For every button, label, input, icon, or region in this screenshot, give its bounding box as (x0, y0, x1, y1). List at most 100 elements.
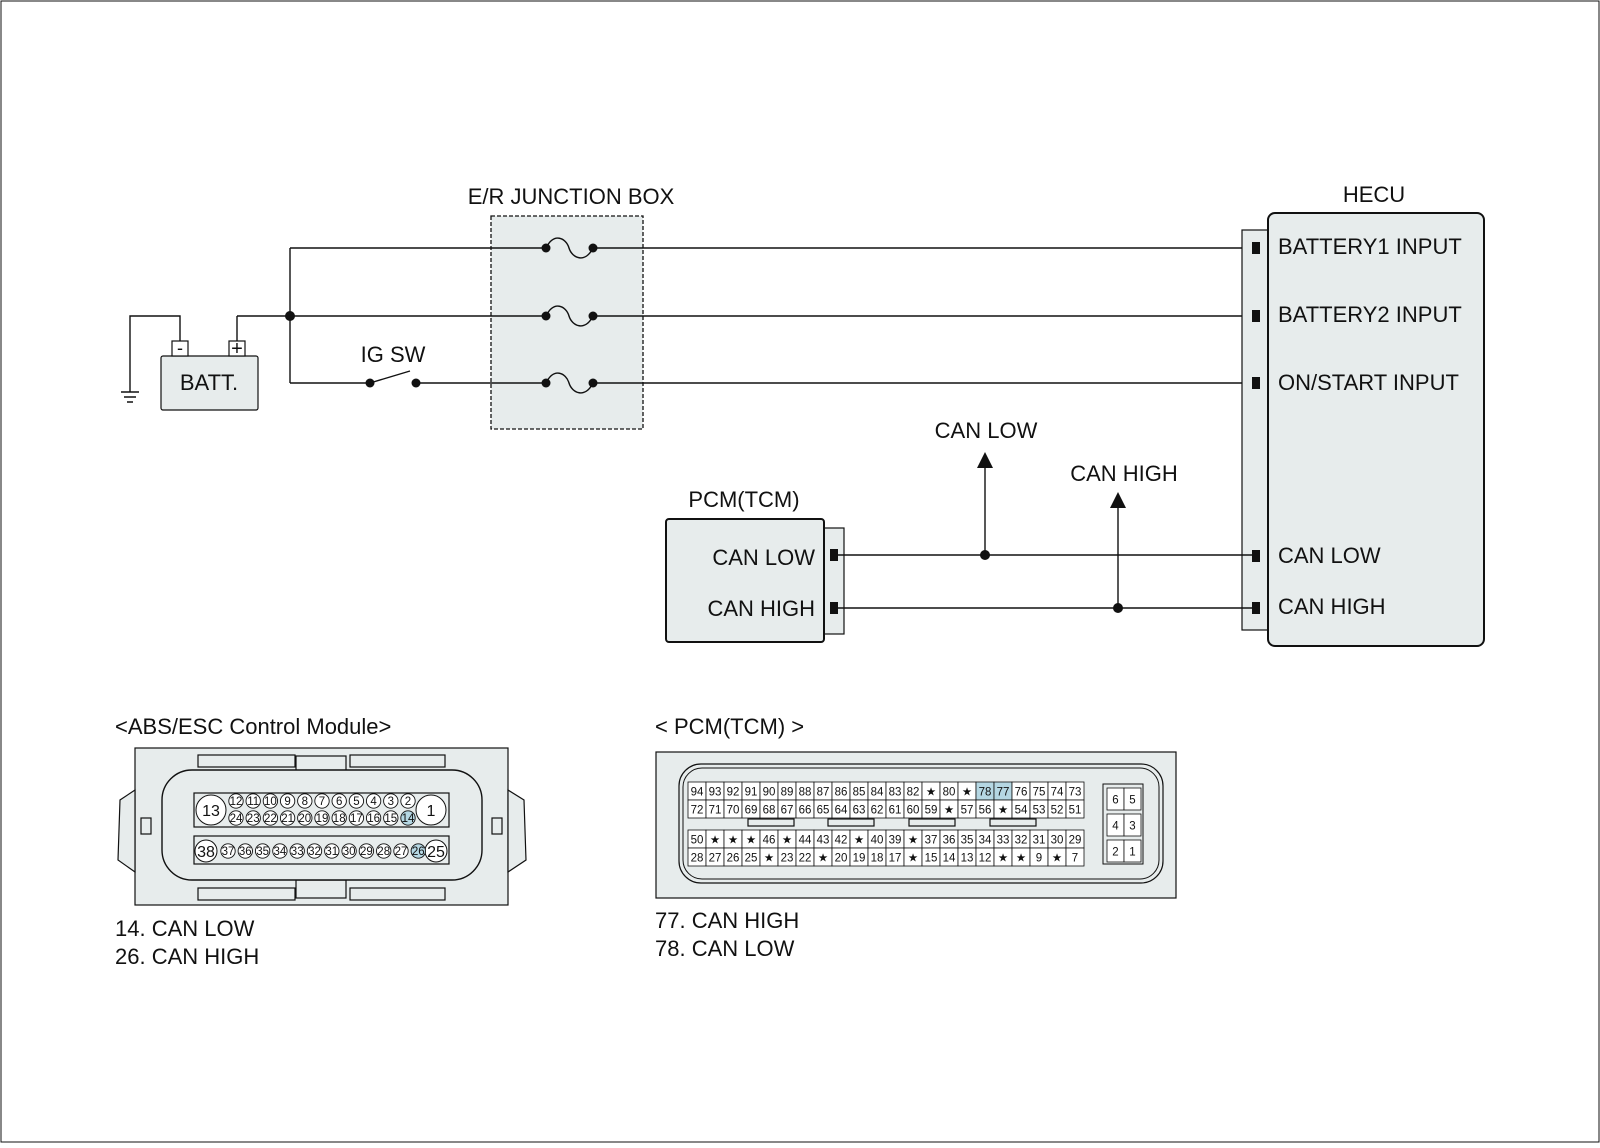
abs-pin-label: 36 (239, 846, 252, 858)
pcm-pin-label: 53 (1033, 805, 1046, 817)
pcm-pin: 50 (687, 829, 707, 849)
abs-pin-label: 7 (319, 796, 325, 808)
pcm-pin-label: 1 (1129, 847, 1135, 859)
pcm-pin: 62 (867, 799, 887, 819)
pcm-pin-label: 31 (1033, 835, 1046, 847)
pcm-pin-label: ★ (1052, 853, 1062, 865)
abs-pin: 35 (254, 843, 271, 859)
pcm-pin: 57 (957, 799, 977, 819)
pcm-pin: ★ (903, 829, 923, 849)
pcm-pin-label: 6 (1112, 795, 1118, 807)
pcm-pin-label: 75 (1033, 787, 1046, 799)
pcm-pin: 18 (867, 847, 887, 867)
abs-pin-label: 4 (370, 796, 377, 808)
pcm-pin-label: 33 (997, 835, 1010, 847)
pcm-pin-label: ★ (908, 835, 918, 847)
abs-pin-label: 18 (333, 813, 346, 825)
pcm-pin: 33 (993, 829, 1013, 849)
pcm-pin-label: 73 (1069, 787, 1082, 799)
pcm-pin-label: 86 (835, 787, 848, 799)
abs-pin-label: 2 (405, 796, 411, 808)
pcm-pin: 25 (741, 847, 761, 867)
pcm-pin: 66 (795, 799, 815, 819)
abs-pin-large: 13 (195, 794, 227, 826)
pcm-pin-label: 43 (817, 835, 830, 847)
pcm-pin: 91 (741, 781, 761, 801)
pcm-pin: 93 (705, 781, 725, 801)
pcm-pin-label: 93 (709, 787, 722, 799)
abs-pin-label: 1 (427, 803, 436, 820)
pcm-pin: 64 (831, 799, 851, 819)
pcm-pin: 63 (849, 799, 869, 819)
pcm-pin: 35 (957, 829, 977, 849)
pcm-pin: 78 (975, 781, 995, 801)
abs-pin: 21 (279, 810, 296, 826)
abs-pin-label: 6 (336, 796, 342, 808)
hecu-box (1267, 212, 1485, 647)
abs-pin-label: 3 (388, 796, 394, 808)
abs-pin-label: 8 (302, 796, 308, 808)
pcm-pin: 2 (1106, 839, 1125, 863)
abs-pin-large: 1 (415, 794, 447, 826)
pcm-pin: ★ (921, 781, 941, 801)
pcm-pin-label: 5 (1129, 795, 1135, 807)
pcm-pin-label: 64 (835, 805, 848, 817)
abs-pin: 12 (228, 793, 244, 809)
pcm-pin-label: 22 (799, 853, 812, 865)
pcm-pin: 44 (795, 829, 815, 849)
pcm-pin-label: 88 (799, 787, 812, 799)
pcm-pin-label: 67 (781, 805, 794, 817)
abs-pin-label: 29 (360, 846, 373, 858)
pcm-pin: ★ (723, 829, 743, 849)
abs-pin-label: 14 (402, 813, 415, 825)
pcm-pin-label: 76 (1015, 787, 1028, 799)
abs-pin: 11 (245, 793, 261, 809)
abs-pin-large: 25 (424, 839, 448, 863)
pcm-pin: 65 (813, 799, 833, 819)
pcm-pin: 87 (813, 781, 833, 801)
pcm-pin: 68 (759, 799, 779, 819)
pcm-pin: 60 (903, 799, 923, 819)
abs-pin-label: 34 (274, 846, 287, 858)
abs-pin: 28 (376, 843, 392, 859)
pcm-pin-label: ★ (782, 835, 792, 847)
pcm-pin-label: 20 (835, 853, 848, 865)
battery-plus-sign: + (231, 338, 243, 360)
pcm-pin: 70 (723, 799, 743, 819)
abs-pin-label: 10 (264, 796, 277, 808)
pcm-pin: 73 (1065, 781, 1085, 801)
pcm-pin-label: 36 (943, 835, 956, 847)
pcm-pin-label: 85 (853, 787, 866, 799)
abs-pin-label: 19 (316, 813, 329, 825)
abs-pin: 8 (297, 793, 313, 809)
pcm-pin: 37 (921, 829, 941, 849)
abs-pin: 17 (348, 810, 365, 826)
abs-pin-label: 32 (308, 846, 321, 858)
abs-pin: 22 (262, 810, 279, 826)
pcm-pin-label: ★ (764, 853, 774, 865)
abs-pin: 36 (237, 843, 253, 859)
pcm-pin-label: 4 (1112, 821, 1119, 833)
abs-pin-label: 30 (343, 846, 356, 858)
abs-pin: 26 (410, 843, 426, 859)
abs-pin-label: 13 (202, 803, 220, 820)
abs-pin: 30 (341, 843, 357, 859)
pcm-pin: 92 (723, 781, 743, 801)
pcm-pin-label: 87 (817, 787, 830, 799)
pcm-pin-label: ★ (998, 853, 1008, 865)
pcm-pin-label: 72 (691, 805, 704, 817)
abs-pin-label: 37 (222, 846, 235, 858)
fuse-1 (541, 237, 598, 259)
pcm-pin: 19 (849, 847, 869, 867)
pcm-pin: 7 (1065, 847, 1085, 867)
pcm-pin-label: 3 (1129, 821, 1135, 833)
pcm-pin-label: 25 (745, 853, 758, 865)
abs-pin: 23 (245, 810, 261, 826)
pcm-pin-label: 77 (997, 787, 1010, 799)
abs-pin-label: 28 (377, 846, 390, 858)
can-low-arrow-icon (977, 452, 993, 468)
pcm-pin: 75 (1029, 781, 1049, 801)
pcm-connector-strip (821, 527, 845, 635)
pcm-pin: ★ (813, 847, 833, 867)
